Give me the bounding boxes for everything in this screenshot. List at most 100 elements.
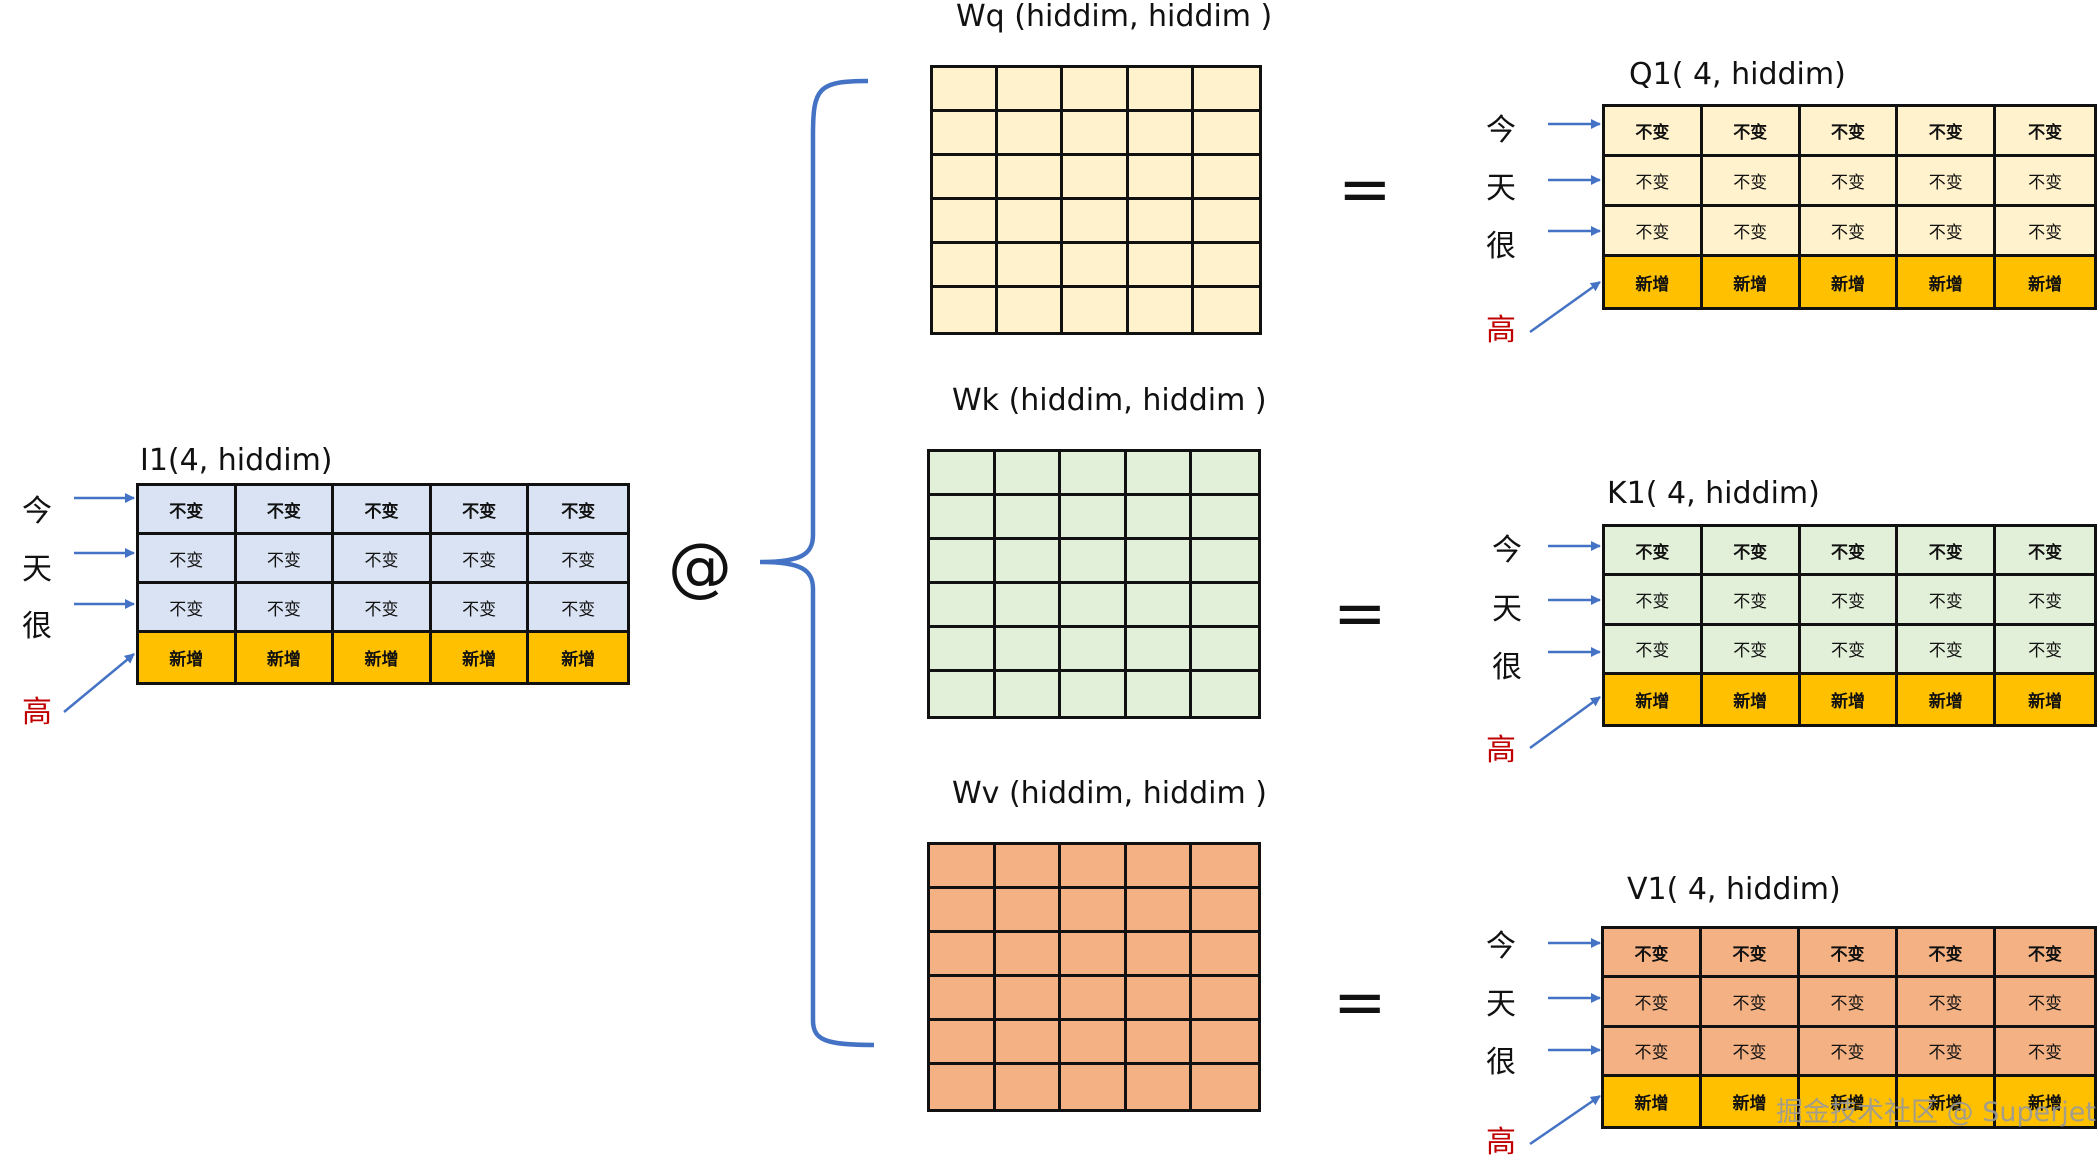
weight-cell [933, 68, 999, 112]
unchanged-cell: 不变 [1800, 929, 1898, 979]
weight-cell [1126, 452, 1193, 496]
v-token-1: 今 [1486, 929, 1516, 964]
weight-cell [1192, 1065, 1258, 1109]
v-token-2: 天 [1486, 987, 1516, 1022]
weight-cell [1192, 540, 1258, 584]
weight-cell [998, 156, 1064, 200]
added-cell: 新增 [431, 633, 530, 682]
weight-cell [930, 1021, 996, 1065]
unchanged-cell: 不变 [1898, 625, 1997, 675]
q-token-2: 天 [1486, 171, 1516, 206]
q-output-title: Q1( 4, hiddim) [1629, 57, 1846, 92]
unchanged-cell: 不变 [1800, 107, 1899, 157]
added-cell: 新增 [1800, 257, 1899, 307]
v-output-title: V1( 4, hiddim) [1627, 872, 1841, 907]
q-token-1: 今 [1486, 113, 1516, 148]
weight-cell [930, 540, 996, 584]
weight-cell [1128, 68, 1194, 112]
unchanged-cell: 不变 [1604, 929, 1702, 979]
weight-cell [1193, 112, 1259, 156]
unchanged-cell: 不变 [236, 584, 335, 633]
unchanged-cell: 不变 [1996, 107, 2094, 157]
token-arrow [1529, 280, 1601, 334]
unchanged-cell: 不变 [1996, 1027, 2094, 1077]
added-cell: 新增 [1996, 674, 2094, 724]
unchanged-cell: 不变 [1702, 107, 1801, 157]
weight-cell [1126, 1065, 1193, 1109]
unchanged-cell: 不变 [1605, 625, 1703, 675]
weight-cell [930, 1065, 996, 1109]
weight-cell [1061, 1021, 1127, 1065]
weight-cell [998, 288, 1064, 332]
wk-matrix [927, 449, 1261, 719]
added-cell: 新增 [236, 633, 335, 682]
k-token-2: 天 [1492, 592, 1522, 627]
unchanged-cell: 不变 [1800, 1027, 1898, 1077]
unchanged-cell: 不变 [1800, 157, 1899, 207]
unchanged-cell: 不变 [1800, 207, 1899, 257]
added-cell: 新增 [1898, 1076, 1996, 1126]
k-token-4: 高 [1486, 733, 1516, 768]
weight-cell [933, 112, 999, 156]
wv-matrix [927, 842, 1261, 1112]
equals-operator-q: = [1338, 153, 1392, 227]
wq-title: Wq (hiddim, hiddim ) [956, 0, 1273, 34]
weight-cell [1061, 540, 1127, 584]
weight-cell [1061, 672, 1127, 716]
k-token-1: 今 [1492, 533, 1522, 568]
weight-cell [1063, 200, 1129, 244]
weight-cell [1061, 933, 1127, 977]
weight-cell [1061, 845, 1127, 889]
unchanged-cell: 不变 [1702, 157, 1801, 207]
weight-cell [1061, 452, 1127, 496]
weight-cell [995, 540, 1062, 584]
unchanged-cell: 不变 [1702, 576, 1801, 626]
unchanged-cell: 不变 [431, 584, 530, 633]
unchanged-cell: 不变 [1702, 1027, 1800, 1077]
unchanged-cell: 不变 [1800, 625, 1899, 675]
unchanged-cell: 不变 [529, 535, 627, 584]
unchanged-cell: 不变 [334, 486, 432, 535]
unchanged-cell: 不变 [529, 486, 627, 535]
unchanged-cell: 不变 [236, 535, 335, 584]
k-token-3: 很 [1492, 650, 1522, 685]
unchanged-cell: 不变 [1996, 625, 2094, 675]
unchanged-cell: 不变 [1800, 978, 1898, 1028]
added-cell: 新增 [1996, 257, 2094, 307]
unchanged-cell: 不变 [1996, 527, 2094, 577]
weight-cell [995, 628, 1062, 672]
unchanged-cell: 不变 [431, 535, 530, 584]
weight-cell [1192, 845, 1258, 889]
weight-cell [1192, 452, 1258, 496]
weight-cell [1063, 156, 1129, 200]
unchanged-cell: 不变 [1605, 157, 1703, 207]
unchanged-cell: 不变 [1604, 1027, 1702, 1077]
unchanged-cell: 不变 [1604, 978, 1702, 1028]
input-token-3: 很 [22, 609, 52, 644]
unchanged-cell: 不变 [139, 584, 237, 633]
weight-cell [995, 889, 1062, 933]
unchanged-cell: 不变 [1898, 1027, 1996, 1077]
weight-cell [998, 200, 1064, 244]
weight-cell [995, 1021, 1062, 1065]
weight-cell [1193, 200, 1259, 244]
token-arrow [1529, 1094, 1601, 1146]
weight-cell [1126, 628, 1193, 672]
wv-title: Wv (hiddim, hiddim ) [952, 776, 1267, 811]
token-arrow [63, 653, 135, 713]
unchanged-cell: 不变 [1702, 929, 1800, 979]
added-cell: 新增 [334, 633, 432, 682]
v-output-matrix: 不变不变不变不变不变不变不变不变不变不变不变不变不变不变不变新增新增新增新增新增 [1601, 926, 2097, 1129]
weight-cell [995, 1065, 1062, 1109]
unchanged-cell: 不变 [1898, 207, 1997, 257]
weight-cell [1061, 496, 1127, 540]
unchanged-cell: 不变 [1605, 107, 1703, 157]
watermark: 掘金技术社区 @ Superjet [1776, 1097, 2096, 1128]
q-token-3: 很 [1486, 229, 1516, 264]
added-cell: 新增 [529, 633, 627, 682]
unchanged-cell: 不变 [1702, 978, 1800, 1028]
unchanged-cell: 不变 [334, 535, 432, 584]
weight-cell [930, 584, 996, 628]
weight-cell [998, 68, 1064, 112]
